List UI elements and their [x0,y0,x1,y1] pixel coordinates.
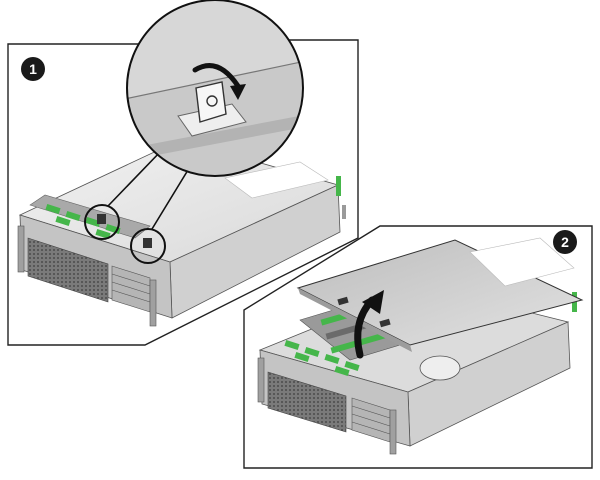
lifted-top-cover [296,237,584,352]
latch-lever [195,81,227,123]
step-2-panel: 2 [243,225,593,469]
front-vent [27,237,109,303]
latch-left-icon [97,214,106,224]
latch-right-icon [143,238,152,248]
internal-fan [419,355,461,381]
step-1-badge: 1 [21,57,45,81]
fan-module-row [29,194,151,239]
fan-modules-2 [284,339,360,377]
latch-callout-right [130,228,166,264]
cover-label-plate [224,161,329,199]
rotate-latch-arrow-icon [192,63,241,89]
leader-line-left [107,149,163,207]
front-vent-2 [267,371,347,433]
rear-green-tab [336,176,341,196]
step-2-number: 2 [561,234,569,250]
step-1-panel: 1 [7,0,359,346]
rack-ear-left [17,225,25,273]
cover-label-plate-2 [469,237,575,287]
rack-ear-right [149,279,157,327]
leader-line-right [151,169,189,230]
lift-cover-arrow-icon [354,290,384,359]
cover-latch-right [379,318,391,328]
step-1-number: 1 [29,61,37,77]
zoom-circle-outline [126,0,304,177]
step-2-badge: 2 [553,230,577,254]
cover-latch-left [337,296,349,306]
latch-callout-left [84,204,120,240]
server-chassis-closed [17,139,346,327]
latch-zoom-view [126,0,304,177]
